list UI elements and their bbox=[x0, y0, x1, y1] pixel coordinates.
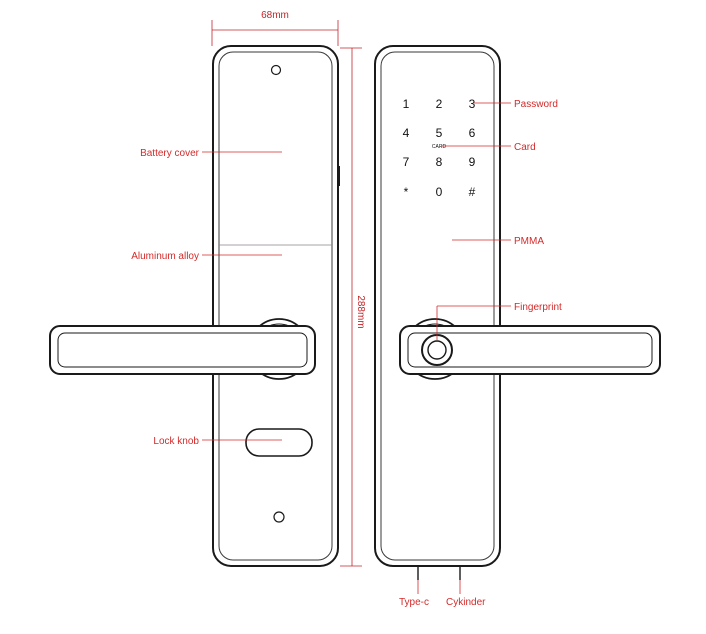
battery-cover-label: Battery cover bbox=[140, 148, 200, 159]
key-8[interactable]: 8 bbox=[436, 155, 443, 169]
front-lock-panel bbox=[218, 51, 333, 561]
key-9[interactable]: 9 bbox=[469, 155, 476, 169]
card-mark: CARD bbox=[432, 144, 447, 150]
front-handle bbox=[49, 325, 316, 375]
key-7[interactable]: 7 bbox=[403, 155, 410, 169]
back-handle-inner bbox=[407, 332, 653, 368]
key-0[interactable]: 0 bbox=[436, 185, 443, 199]
lock-knob-label: Lock knob bbox=[153, 436, 199, 447]
width-dimension: 68mm bbox=[211, 10, 339, 46]
fingerprint-sensor-inner bbox=[427, 340, 447, 360]
key-5[interactable]: 5 bbox=[436, 126, 443, 140]
card-label: Card bbox=[514, 142, 536, 153]
keypad: 1 2 3 4 5 6 CARD 7 8 9 * 0 # bbox=[403, 97, 476, 199]
fingerprint-label: Fingerprint bbox=[514, 302, 562, 313]
key-star[interactable]: * bbox=[404, 185, 409, 199]
front-annotations: Battery cover Aluminum alloy Lock knob bbox=[131, 148, 282, 447]
pmma-label: PMMA bbox=[514, 236, 544, 247]
cylinder-label: Cykinder bbox=[446, 597, 486, 608]
front-lock-body bbox=[212, 45, 339, 567]
top-screw-icon bbox=[270, 64, 282, 76]
front-handle-inner bbox=[57, 332, 308, 368]
front-lock-view bbox=[49, 45, 340, 567]
back-lock-view bbox=[374, 45, 661, 580]
width-dimension-label: 68mm bbox=[261, 10, 289, 21]
height-dimension-label: 288mm bbox=[355, 295, 366, 328]
key-2[interactable]: 2 bbox=[436, 97, 443, 111]
key-3[interactable]: 3 bbox=[469, 97, 476, 111]
key-hash[interactable]: # bbox=[469, 185, 476, 199]
key-1[interactable]: 1 bbox=[403, 97, 410, 111]
bottom-screw-icon bbox=[273, 511, 285, 523]
height-dimension: 288mm bbox=[340, 47, 366, 567]
type-c-label: Type-c bbox=[399, 597, 429, 608]
key-4[interactable]: 4 bbox=[403, 126, 410, 140]
key-6[interactable]: 6 bbox=[469, 126, 476, 140]
aluminum-alloy-label: Aluminum alloy bbox=[131, 251, 199, 262]
lock-knob bbox=[245, 428, 313, 457]
password-label: Password bbox=[514, 99, 558, 110]
back-handle bbox=[399, 325, 661, 375]
back-annotations: Password Card PMMA Fingerprint Type-c Cy… bbox=[399, 99, 562, 608]
